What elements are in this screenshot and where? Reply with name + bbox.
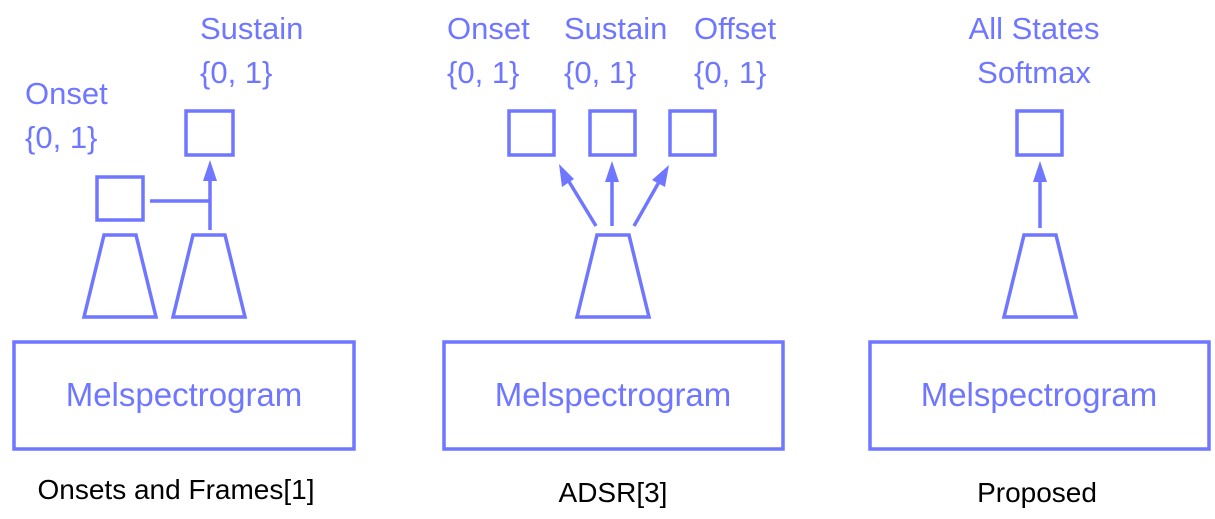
all-states-output-name: All States	[969, 11, 1100, 46]
all-states-output-values: Softmax	[977, 55, 1091, 90]
melspectrogram-label: Melspectrogram	[495, 376, 732, 413]
onset-output-node	[507, 109, 556, 157]
panel-caption: ADSR[3]	[559, 477, 668, 508]
proposed-encoder-network	[1001, 233, 1079, 319]
sustain-output-node	[184, 109, 235, 157]
melspectrogram-input-box	[442, 340, 785, 451]
melspectrogram-input-box	[12, 340, 356, 451]
sustain-output-name: Sustain	[200, 11, 303, 46]
panel-caption: Onsets and Frames[1]	[37, 474, 314, 505]
onset-output-node	[95, 175, 145, 222]
onset-encoder-network	[81, 233, 159, 319]
adsr-encoder-network	[574, 233, 652, 319]
panel-onsets-and-frames: Onset {0, 1} Sustain {0, 1} Melspectrogr…	[12, 11, 356, 505]
onset-output-values: {0, 1}	[447, 55, 519, 90]
all-states-output-node	[1015, 109, 1064, 157]
offset-output-node	[668, 109, 717, 157]
sustain-output-values: {0, 1}	[200, 55, 272, 90]
all-states-arrow-head	[1033, 161, 1047, 182]
offset-output-name: Offset	[694, 11, 777, 46]
panel-caption: Proposed	[977, 477, 1097, 508]
sustain-encoder-network	[170, 233, 248, 319]
panel-proposed: All States Softmax Melspectrogram Propos…	[868, 11, 1211, 508]
sustain-arrow-head	[203, 160, 217, 181]
sustain-output-node	[588, 109, 637, 157]
melspectrogram-input-box	[868, 340, 1211, 451]
offset-arrow-head	[652, 165, 669, 187]
onset-output-values: {0, 1}	[25, 120, 97, 155]
sustain-output-values: {0, 1}	[564, 55, 636, 90]
onset-arrow-shaft	[566, 179, 598, 227]
onset-arrow-head	[559, 164, 574, 187]
offset-output-values: {0, 1}	[694, 55, 766, 90]
melspectrogram-label: Melspectrogram	[921, 376, 1158, 413]
onset-output-name: Onset	[447, 11, 530, 46]
sustain-arrow-head	[605, 161, 619, 182]
melspectrogram-label: Melspectrogram	[66, 376, 303, 413]
sustain-output-name: Sustain	[564, 11, 667, 46]
offset-arrow-shaft	[632, 181, 661, 227]
panel-adsr: Onset {0, 1} Sustain {0, 1} Offset {0, 1…	[442, 11, 785, 508]
onset-output-name: Onset	[25, 76, 108, 111]
